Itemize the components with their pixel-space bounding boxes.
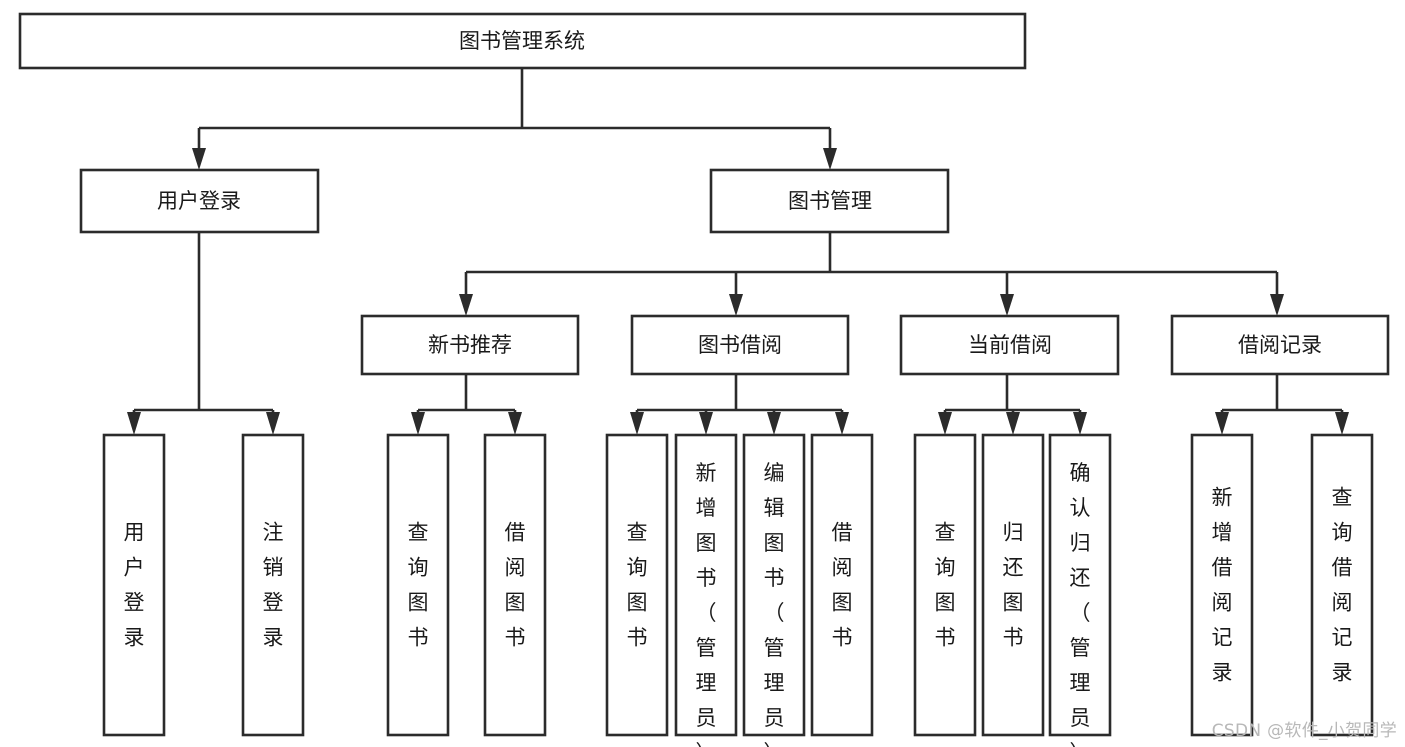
leaf-confirm-return-admin[interactable]: 确认归还（管理员） bbox=[1048, 433, 1112, 747]
leaf-edit-book-admin-label: 编辑图书（管理员） bbox=[764, 461, 785, 747]
leaf-query-borrow-record-box[interactable] bbox=[1310, 433, 1374, 737]
leaf-query-book-newbook-label: 查询图书 bbox=[408, 521, 429, 650]
node-current-borrow-box[interactable] bbox=[899, 314, 1120, 376]
arrowhead-leaf-borrow-book-1 bbox=[508, 412, 522, 435]
node-book-borrow[interactable]: 图书借阅 bbox=[630, 314, 850, 376]
leaf-query-book-borrow-label: 查询图书 bbox=[627, 521, 648, 650]
leaf-query-book-current[interactable]: 查询图书 bbox=[913, 433, 977, 737]
leaf-return-book-box[interactable] bbox=[981, 433, 1045, 737]
arrowhead-leaf-add-book bbox=[699, 412, 713, 435]
leaf-logout-label: 注销登录 bbox=[263, 521, 284, 650]
leaf-logout-box[interactable] bbox=[241, 433, 305, 737]
leaf-query-book-newbook[interactable]: 查询图书 bbox=[386, 433, 450, 737]
arrowhead-leaf-edit-book bbox=[767, 412, 781, 435]
node-new-book-recommend-label: 新书推荐 bbox=[428, 333, 512, 357]
arrowhead-leaf-query-record bbox=[1335, 412, 1349, 435]
leaf-query-borrow-record[interactable]: 查询借阅记录 bbox=[1310, 433, 1374, 737]
node-root-system-label: 图书管理系统 bbox=[459, 29, 585, 53]
leaf-confirm-return-admin-label: 确认归还（管理员） bbox=[1070, 461, 1091, 747]
node-book-management-label: 图书管理 bbox=[788, 189, 872, 213]
leaf-query-book-current-label: 查询图书 bbox=[935, 521, 956, 650]
arrowhead-leaf-return-book bbox=[1006, 412, 1020, 435]
leaf-edit-book-admin-box[interactable] bbox=[742, 433, 806, 737]
leaf-query-book-borrow-box[interactable] bbox=[605, 433, 669, 737]
leaf-return-book-label: 归还图书 bbox=[1003, 521, 1024, 650]
node-book-borrow-label: 图书借阅 bbox=[698, 333, 782, 357]
arrowhead-userlogin bbox=[192, 148, 206, 170]
node-root-system[interactable]: 图书管理系统 bbox=[18, 12, 1027, 70]
node-borrow-record-box[interactable] bbox=[1170, 314, 1390, 376]
arrowhead-borrow bbox=[729, 294, 743, 316]
leaf-user-login[interactable]: 用户登录 bbox=[102, 433, 166, 737]
node-user-login-box[interactable] bbox=[79, 168, 320, 234]
arrowhead-current bbox=[1000, 294, 1014, 316]
leaf-add-borrow-record-box[interactable] bbox=[1190, 433, 1254, 737]
node-borrow-record-label: 借阅记录 bbox=[1238, 333, 1322, 357]
leaf-edit-book-admin[interactable]: 编辑图书（管理员） bbox=[742, 433, 806, 747]
leaf-query-book-borrow[interactable]: 查询图书 bbox=[605, 433, 669, 737]
leaf-add-borrow-record-label: 新增借阅记录 bbox=[1212, 486, 1233, 685]
arrowhead-leaf-query-book-3 bbox=[938, 412, 952, 435]
node-user-login[interactable]: 用户登录 bbox=[79, 168, 320, 234]
arrowhead-record bbox=[1270, 294, 1284, 316]
arrowhead-leaf-confirm-return bbox=[1073, 412, 1087, 435]
leaf-logout[interactable]: 注销登录 bbox=[241, 433, 305, 737]
node-book-borrow-box[interactable] bbox=[630, 314, 850, 376]
node-new-book-recommend-box[interactable] bbox=[360, 314, 580, 376]
node-new-book-recommend[interactable]: 新书推荐 bbox=[360, 314, 580, 376]
arrowhead-leaf-user-login bbox=[127, 412, 141, 435]
node-current-borrow[interactable]: 当前借阅 bbox=[899, 314, 1120, 376]
node-current-borrow-label: 当前借阅 bbox=[968, 333, 1052, 357]
leaf-user-login-label: 用户登录 bbox=[124, 521, 145, 650]
leaf-confirm-return-admin-box[interactable] bbox=[1048, 433, 1112, 737]
leaf-borrow-book-newbook-label: 借阅图书 bbox=[505, 521, 526, 650]
arrowhead-leaf-query-book-2 bbox=[630, 412, 644, 435]
leaf-query-borrow-record-label: 查询借阅记录 bbox=[1332, 486, 1353, 685]
node-root-system-box[interactable] bbox=[18, 12, 1027, 70]
leaf-user-login-box[interactable] bbox=[102, 433, 166, 737]
leaf-borrow-book-newbook[interactable]: 借阅图书 bbox=[483, 433, 547, 737]
node-book-management[interactable]: 图书管理 bbox=[709, 168, 950, 234]
leaf-add-book-admin-label: 新增图书（管理员） bbox=[696, 461, 717, 747]
arrowhead-newbook bbox=[459, 294, 473, 316]
leaf-add-book-admin-box[interactable] bbox=[674, 433, 738, 737]
arrowhead-leaf-borrow-book-2 bbox=[835, 412, 849, 435]
leaf-query-book-current-box[interactable] bbox=[913, 433, 977, 737]
leaf-borrow-book-borrow[interactable]: 借阅图书 bbox=[810, 433, 874, 737]
leaf-borrow-book-borrow-box[interactable] bbox=[810, 433, 874, 737]
node-borrow-record[interactable]: 借阅记录 bbox=[1170, 314, 1390, 376]
connector-layer bbox=[127, 68, 1349, 435]
leaf-query-book-newbook-box[interactable] bbox=[386, 433, 450, 737]
leaf-add-book-admin[interactable]: 新增图书（管理员） bbox=[674, 433, 738, 747]
arrowhead-leaf-query-book-1 bbox=[411, 412, 425, 435]
leaf-borrow-book-borrow-label: 借阅图书 bbox=[832, 521, 853, 650]
arrowhead-leaf-logout bbox=[266, 412, 280, 435]
leaf-return-book[interactable]: 归还图书 bbox=[981, 433, 1045, 737]
leaf-add-borrow-record[interactable]: 新增借阅记录 bbox=[1190, 433, 1254, 737]
node-book-management-box[interactable] bbox=[709, 168, 950, 234]
arrowhead-leaf-add-record bbox=[1215, 412, 1229, 435]
leaf-borrow-book-newbook-box[interactable] bbox=[483, 433, 547, 737]
arrowhead-bookmgmt bbox=[823, 148, 837, 170]
node-user-login-label: 用户登录 bbox=[157, 189, 241, 213]
